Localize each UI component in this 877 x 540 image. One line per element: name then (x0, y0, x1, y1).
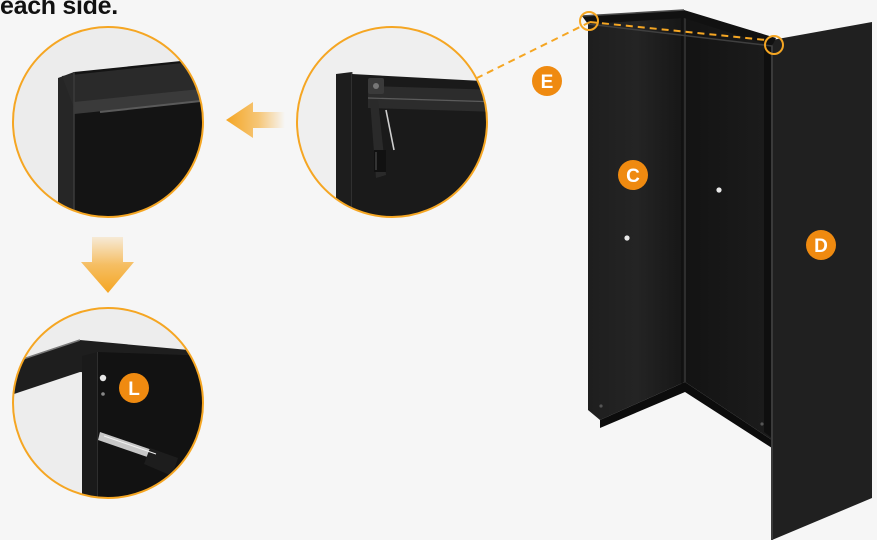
badge-l-label: L (128, 379, 140, 400)
badge-c: C (618, 160, 648, 190)
arrow-left-icon (226, 102, 285, 138)
side-panel-d (772, 22, 872, 540)
zoom-detail-insert-rail (290, 20, 500, 230)
cabinet (582, 10, 872, 540)
zoom-detail-installed (0, 0, 220, 230)
zoom-detail-fasten-screw (0, 300, 220, 510)
badge-l: L (119, 373, 149, 403)
rear-panel (685, 16, 772, 440)
badge-d: D (806, 230, 836, 260)
badge-c-label: C (626, 166, 640, 187)
arrow-down-icon (81, 237, 134, 293)
badge-d-label: D (814, 236, 828, 257)
side-panel-c (588, 16, 685, 420)
badge-e: E (532, 66, 562, 96)
badge-e-label: E (541, 72, 554, 93)
